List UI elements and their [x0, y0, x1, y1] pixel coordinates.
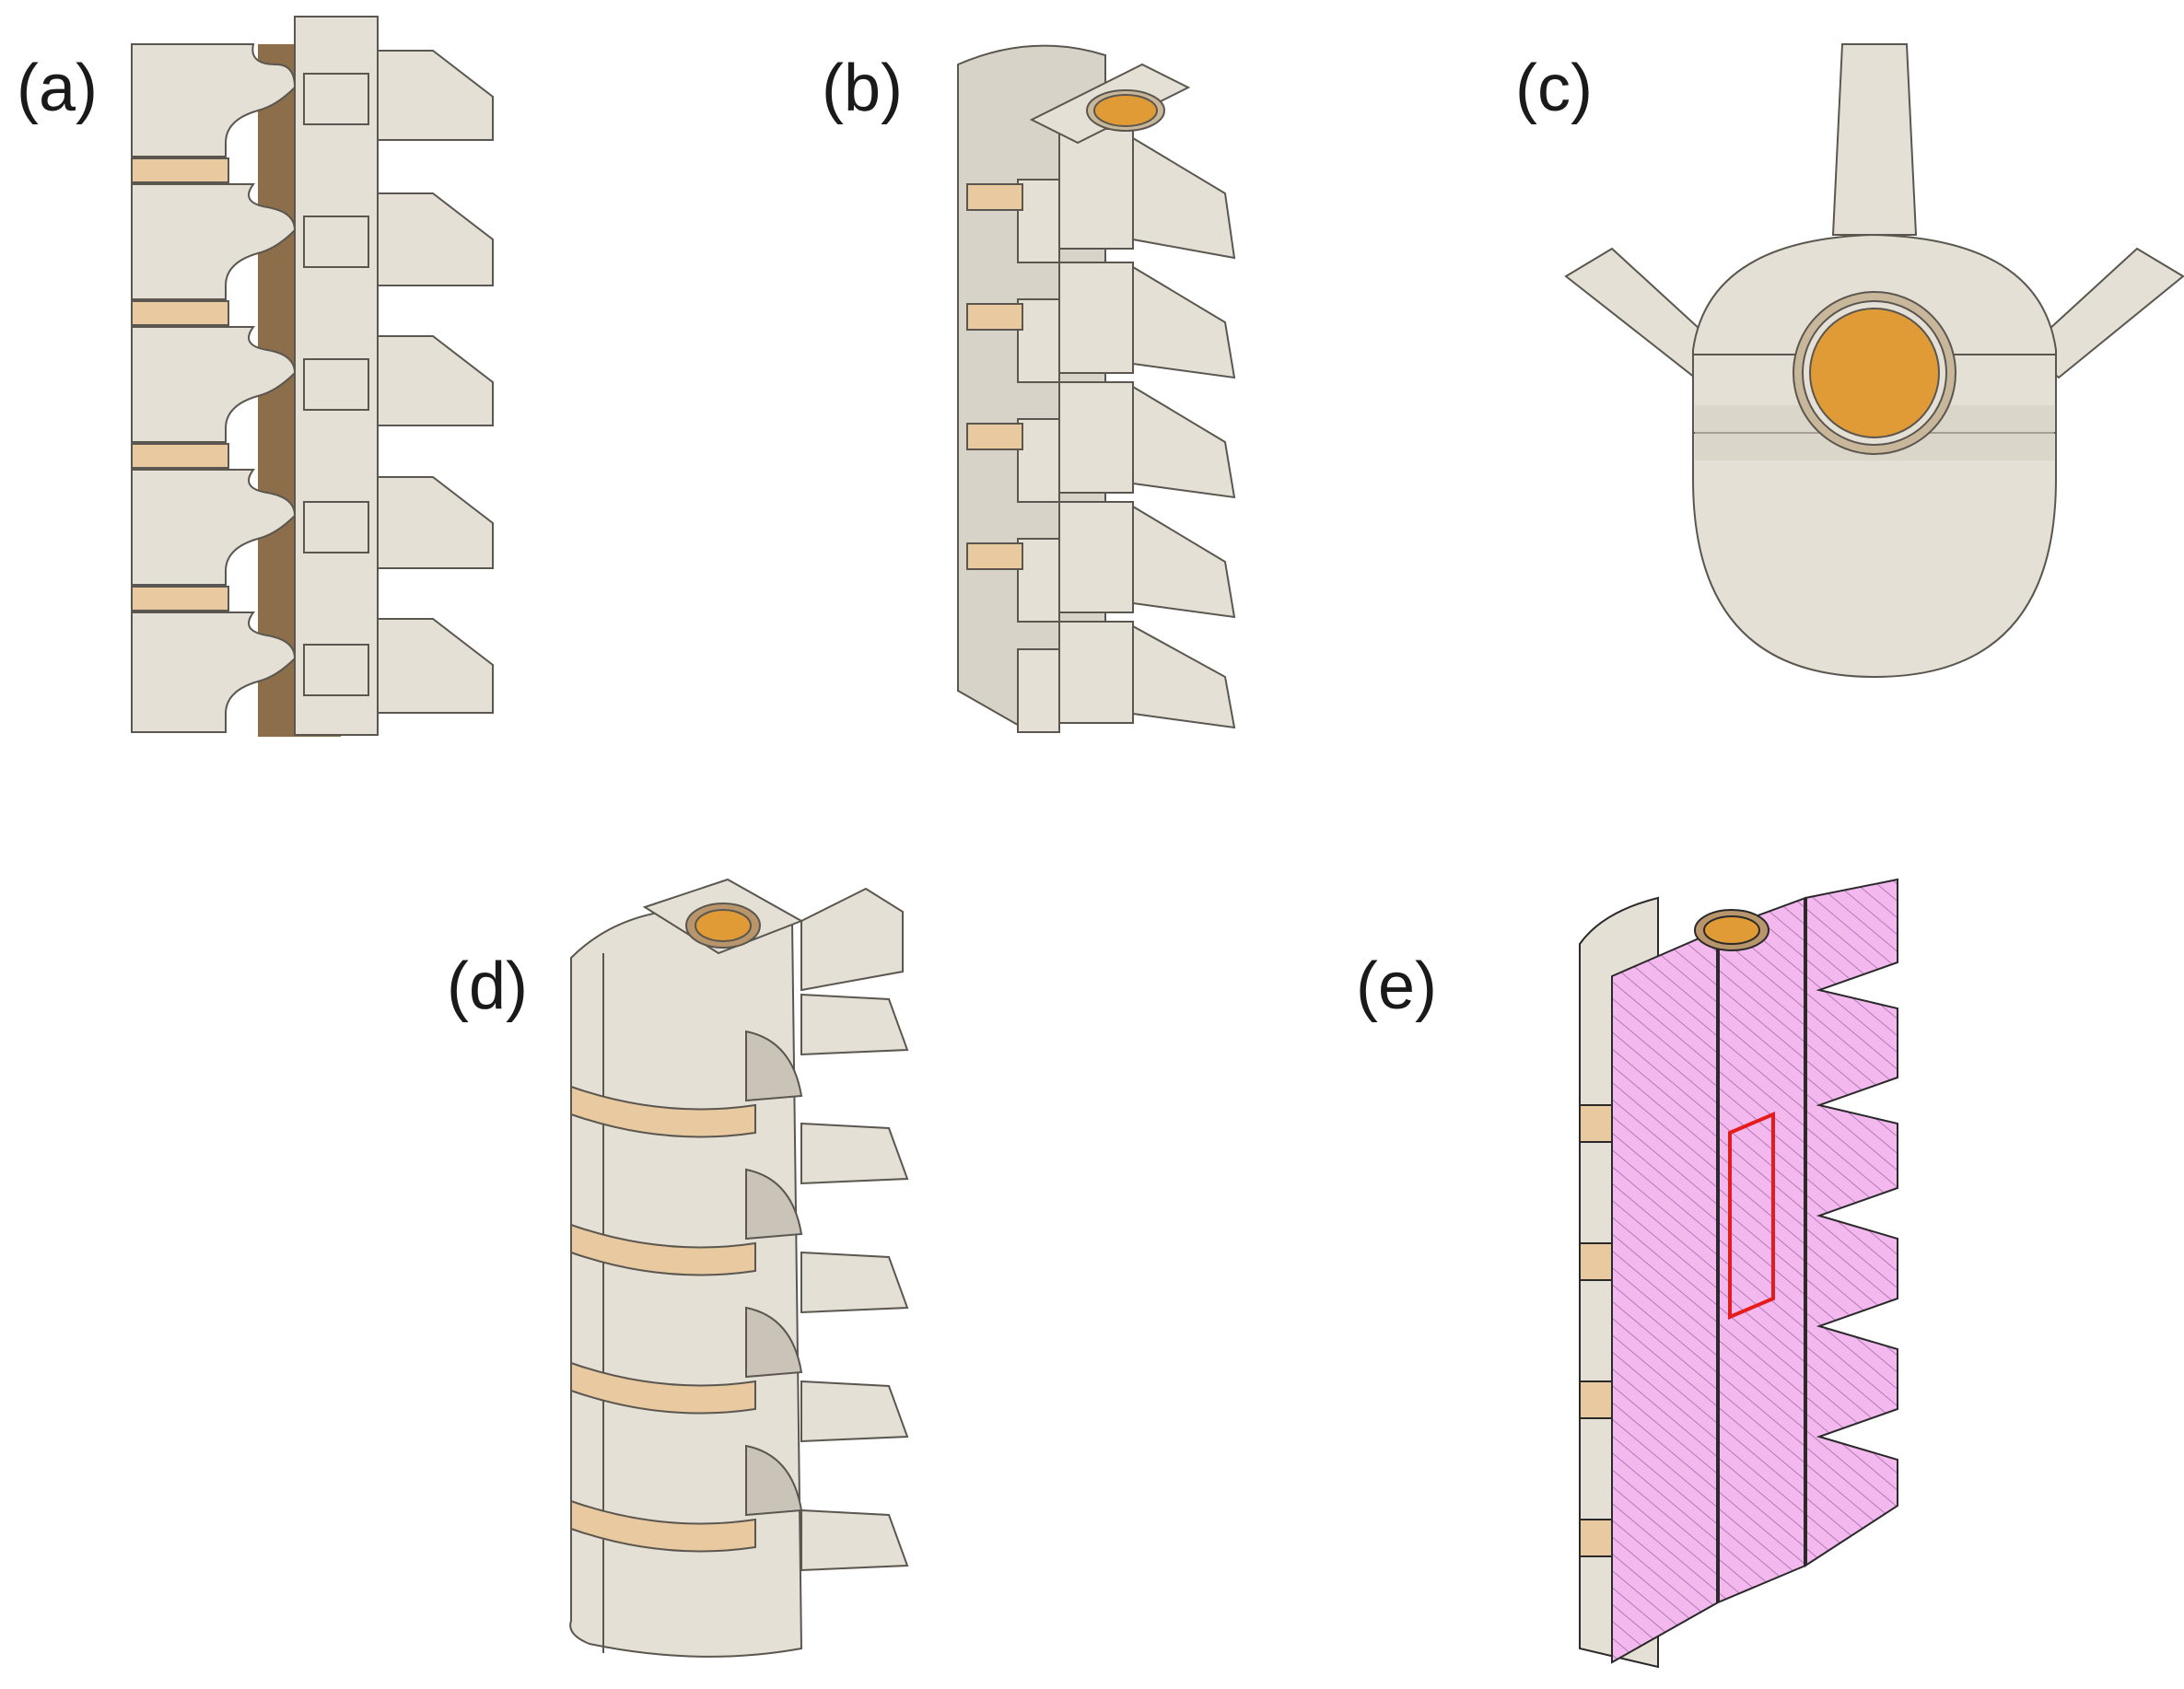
intervertebral-discs [131, 157, 229, 612]
spinal-canal-c [1809, 308, 1940, 438]
section-spinous-e [1804, 878, 1898, 1567]
panel-label-e: (e) [1356, 949, 1437, 1023]
spinal-canal-d [695, 909, 752, 942]
section-body-e [1611, 928, 1719, 1664]
panel-label-c: (c) [1515, 52, 1593, 125]
panel-b-isometric-rear [957, 44, 1236, 733]
highlight-region [1728, 1111, 1775, 1321]
panel-a-side-view [131, 16, 494, 737]
spinal-canal-e [1703, 915, 1760, 945]
spinous-processes-b [1132, 136, 1236, 729]
spinous-processes-d [800, 887, 909, 1572]
discs-e [1579, 1104, 1618, 1557]
discs-d [570, 1085, 756, 1553]
spinous-processes [377, 50, 494, 714]
panel-c-top-view [1564, 43, 2184, 679]
vertebral-bodies [131, 43, 297, 733]
posterior-elements [1058, 128, 1134, 724]
panel-label-a: (a) [17, 52, 98, 125]
panel-d-isometric-front [569, 878, 909, 1658]
foramina-d [745, 1030, 803, 1517]
panel-label-d: (d) [447, 949, 528, 1023]
body-column-d [569, 907, 803, 1658]
facet-column [294, 16, 379, 736]
transverse-processes-b [1017, 179, 1060, 733]
spinal-canal [1093, 94, 1158, 127]
discs-b [966, 183, 1023, 570]
right-transverse-process [2025, 247, 2184, 379]
spinous-process-top [1831, 43, 1918, 236]
panel-label-b: (b) [822, 52, 903, 125]
panel-e-section-view [1579, 878, 1898, 1669]
